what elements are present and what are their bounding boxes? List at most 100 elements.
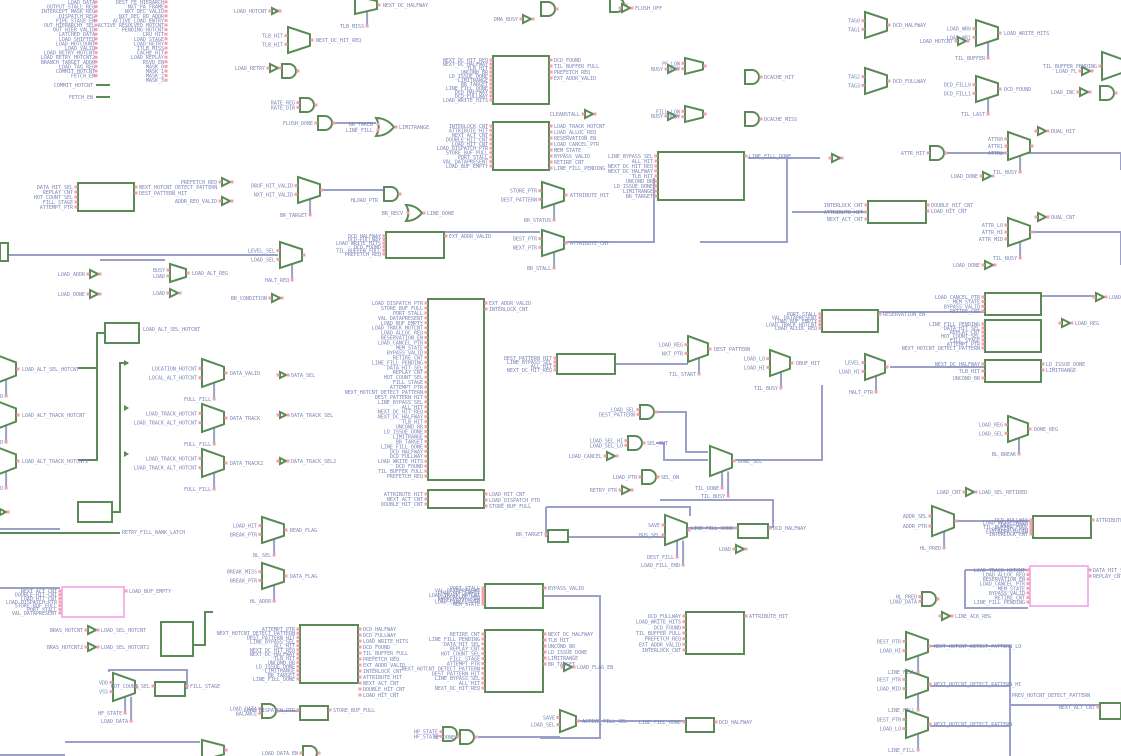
- logic-block[interactable]: [556, 353, 616, 375]
- pin[interactable]: [224, 748, 228, 752]
- pin[interactable]: [58, 611, 62, 615]
- buffer-gate[interactable]: [221, 176, 233, 188]
- pin[interactable]: [928, 514, 932, 518]
- pin[interactable]: [926, 151, 930, 155]
- pin[interactable]: [543, 656, 547, 660]
- pin[interactable]: [538, 245, 542, 249]
- mux[interactable]: [975, 18, 999, 48]
- pin[interactable]: [887, 79, 891, 83]
- pin[interactable]: [94, 69, 98, 73]
- mux[interactable]: [684, 56, 704, 76]
- pin[interactable]: [998, 87, 1002, 91]
- pin[interactable]: [974, 490, 978, 494]
- pin[interactable]: [981, 376, 985, 380]
- pin[interactable]: [382, 245, 386, 249]
- pin[interactable]: [556, 723, 560, 727]
- mux[interactable]: [975, 74, 999, 104]
- pin[interactable]: [178, 291, 182, 295]
- pin[interactable]: [164, 5, 168, 9]
- pin[interactable]: [1114, 91, 1118, 95]
- pin[interactable]: [902, 639, 906, 643]
- pin[interactable]: [1076, 90, 1080, 94]
- pin[interactable]: [286, 373, 290, 377]
- pin[interactable]: [489, 90, 493, 94]
- mux-body[interactable]: [112, 671, 136, 703]
- mux[interactable]: [201, 402, 225, 434]
- pin[interactable]: [986, 112, 990, 116]
- logic-block[interactable]: [984, 359, 1042, 383]
- pin[interactable]: [549, 148, 553, 152]
- mux-body[interactable]: [975, 18, 999, 48]
- buffer-gate[interactable]: [606, 450, 618, 462]
- pin[interactable]: [258, 532, 262, 536]
- pin[interactable]: [928, 722, 932, 726]
- pin[interactable]: [1029, 527, 1033, 531]
- mux-body[interactable]: [664, 513, 688, 547]
- pin[interactable]: [484, 492, 488, 496]
- pin[interactable]: [950, 614, 954, 618]
- pin[interactable]: [549, 70, 553, 74]
- pin[interactable]: [296, 652, 300, 656]
- buffer-gate[interactable]: [957, 35, 969, 47]
- logic-block[interactable]: [0, 242, 9, 262]
- pin[interactable]: [489, 70, 493, 74]
- pin[interactable]: [654, 159, 658, 163]
- pin[interactable]: [681, 115, 685, 119]
- pin[interactable]: [198, 466, 202, 470]
- pin[interactable]: [593, 112, 597, 116]
- pin[interactable]: [424, 365, 428, 369]
- pin[interactable]: [96, 645, 100, 649]
- pin[interactable]: [481, 588, 485, 592]
- pin[interactable]: [424, 341, 428, 345]
- pin[interactable]: [296, 640, 300, 643]
- pin[interactable]: [424, 497, 428, 501]
- pin[interactable]: [424, 380, 428, 384]
- mux[interactable]: [0, 446, 17, 476]
- pin[interactable]: [439, 730, 443, 734]
- pin[interactable]: [124, 589, 128, 593]
- and-gate[interactable]: [459, 729, 475, 745]
- pin[interactable]: [166, 268, 170, 272]
- pin[interactable]: [864, 210, 868, 214]
- pin[interactable]: [284, 34, 288, 38]
- pin[interactable]: [840, 156, 844, 160]
- pin[interactable]: [981, 362, 985, 366]
- pin[interactable]: [489, 137, 493, 141]
- pin[interactable]: [296, 669, 300, 673]
- wire[interactable]: [656, 442, 708, 461]
- buffer-gate[interactable]: [271, 292, 283, 304]
- pin[interactable]: [308, 213, 312, 217]
- pin[interactable]: [1004, 230, 1008, 234]
- mux[interactable]: [1007, 130, 1031, 162]
- pin[interactable]: [818, 326, 822, 330]
- mux-body[interactable]: [905, 708, 929, 740]
- pin[interactable]: [861, 369, 865, 373]
- pin[interactable]: [358, 669, 362, 673]
- and-gate[interactable]: [281, 63, 297, 79]
- pin[interactable]: [456, 735, 460, 739]
- pin[interactable]: [424, 360, 428, 364]
- mux-body[interactable]: [864, 352, 886, 382]
- pin[interactable]: [1029, 532, 1033, 536]
- pin[interactable]: [552, 218, 556, 222]
- pin[interactable]: [164, 18, 168, 22]
- pin[interactable]: [1026, 573, 1030, 577]
- pin[interactable]: [424, 502, 428, 506]
- pin[interactable]: [164, 32, 168, 36]
- mux-body[interactable]: [1101, 50, 1121, 82]
- pin[interactable]: [553, 360, 557, 364]
- pin[interactable]: [1030, 230, 1034, 234]
- mux[interactable]: [0, 354, 17, 384]
- buffer-gate[interactable]: [1095, 291, 1107, 303]
- pin[interactable]: [1026, 568, 1030, 572]
- wire[interactable]: [546, 506, 691, 516]
- pin[interactable]: [703, 112, 707, 116]
- and-gate[interactable]: [299, 97, 315, 113]
- pin[interactable]: [58, 604, 62, 608]
- pin[interactable]: [618, 6, 622, 10]
- pin[interactable]: [424, 331, 428, 335]
- mux-body[interactable]: [1007, 216, 1031, 248]
- logic-block[interactable]: [427, 489, 485, 509]
- pin[interactable]: [874, 390, 878, 394]
- pin[interactable]: [902, 717, 906, 721]
